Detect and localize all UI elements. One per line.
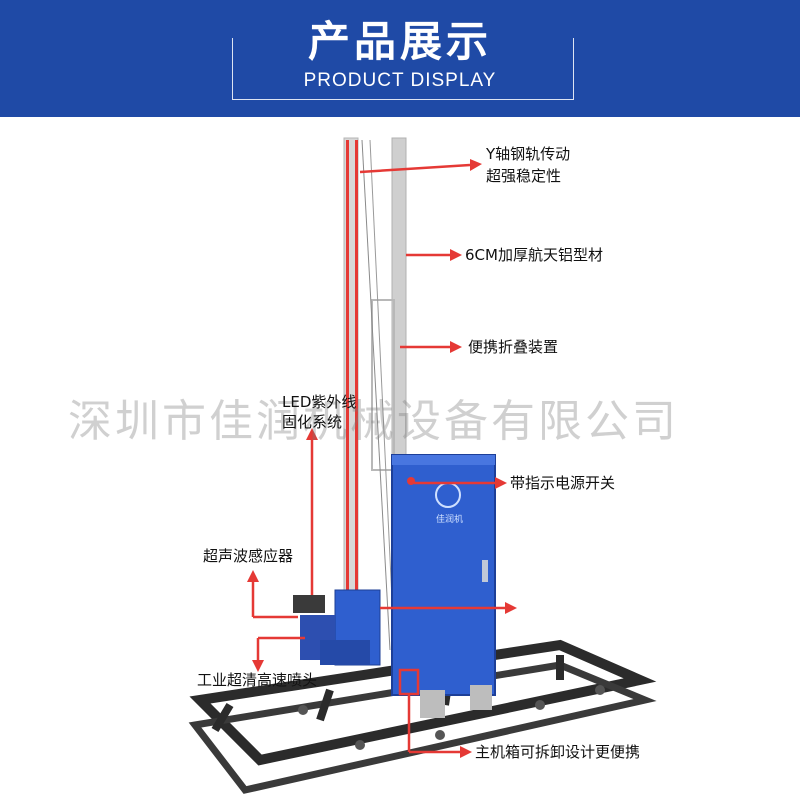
page-title: 产品展示: [307, 17, 492, 66]
print-head-assembly: [293, 589, 381, 666]
label-aluminum: 6CM加厚航天铝型材: [465, 246, 603, 264]
label-ultrasonic: 超声波感应器: [203, 547, 294, 565]
label-nozzle: 工业超清高速喷头: [197, 671, 318, 689]
label-led-line1: LED紫外线: [282, 393, 357, 411]
page-subtitle: PRODUCT DISPLAY: [303, 70, 497, 91]
vertical-column: [343, 137, 407, 659]
label-mainbox: 主机箱可拆卸设计更便携: [475, 743, 641, 761]
watermark: 深圳市佳润机械设备有限公司: [68, 396, 679, 447]
main-cabinet: [391, 454, 496, 718]
header-frame: [232, 38, 574, 100]
label-led-line2: 固化系统: [282, 413, 343, 431]
product-illustration: 佳润机: [188, 137, 657, 794]
label-y-axis-line1: Y轴钢轨传动: [486, 145, 571, 163]
header-banner: 产品展示 PRODUCT DISPLAY: [0, 0, 800, 117]
label-power-switch: 带指示电源开关: [510, 474, 616, 492]
label-folding: 便携折叠装置: [468, 338, 559, 356]
label-y-axis-line2: 超强稳定性: [486, 167, 562, 185]
callout-arrows: [247, 159, 517, 758]
cabinet-logo-text: 佳润机: [436, 513, 463, 525]
